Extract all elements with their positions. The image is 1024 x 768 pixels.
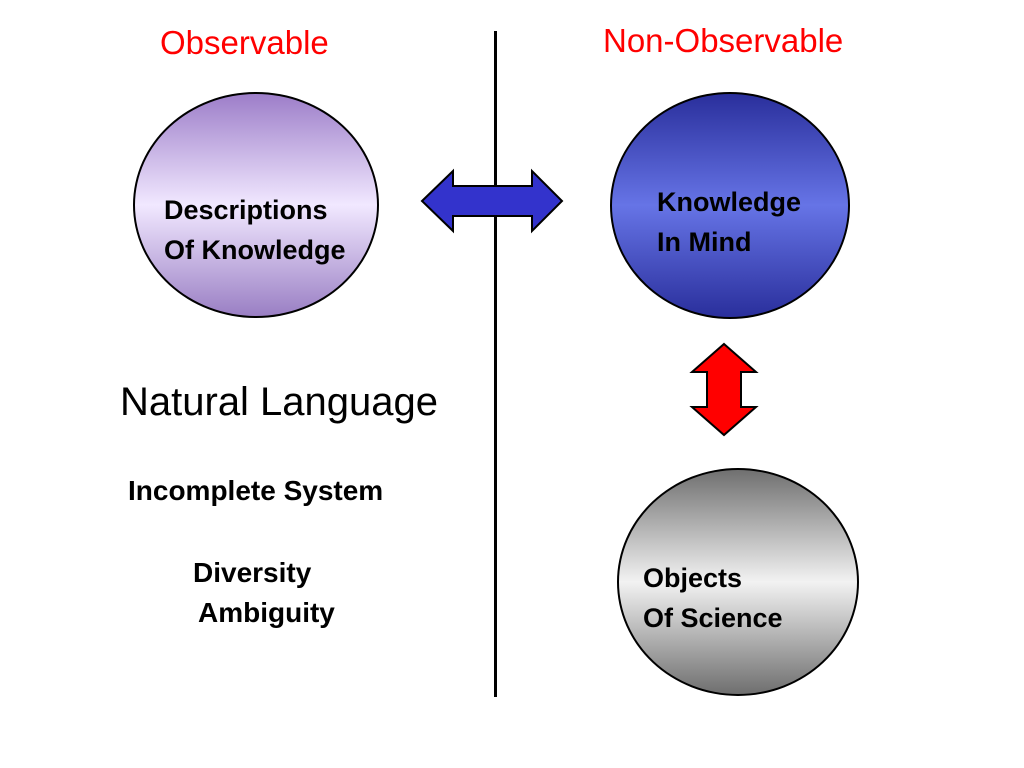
knowledge-label-line2: In Mind — [657, 227, 752, 257]
ambiguity-text: Ambiguity — [198, 597, 335, 628]
center-divider — [494, 31, 497, 697]
objects-label-line2: Of Science — [643, 603, 783, 633]
descriptions-label-line1: Descriptions — [164, 195, 328, 225]
knowledge-in-mind-circle — [610, 92, 850, 319]
vertical-arrow-shape — [689, 342, 759, 437]
diversity-text: Diversity — [193, 557, 312, 588]
descriptions-of-knowledge-circle — [133, 92, 379, 318]
objects-label: Objects Of Science — [643, 558, 783, 638]
descriptions-label: Descriptions Of Knowledge — [164, 190, 346, 270]
natural-language-text: Natural Language — [120, 380, 439, 424]
vertical-double-arrow — [689, 342, 759, 437]
incomplete-system-text: Incomplete System — [128, 475, 384, 506]
heading-observable: Observable — [160, 24, 329, 61]
knowledge-label: Knowledge In Mind — [657, 182, 801, 262]
horizontal-double-arrow — [420, 168, 564, 234]
horizontal-arrow-shape — [420, 168, 564, 234]
objects-of-science-circle — [617, 468, 859, 696]
descriptions-label-line2: Of Knowledge — [164, 235, 346, 265]
objects-label-line1: Objects — [643, 563, 743, 593]
knowledge-label-line1: Knowledge — [657, 187, 802, 217]
heading-non-observable: Non-Observable — [603, 22, 844, 59]
